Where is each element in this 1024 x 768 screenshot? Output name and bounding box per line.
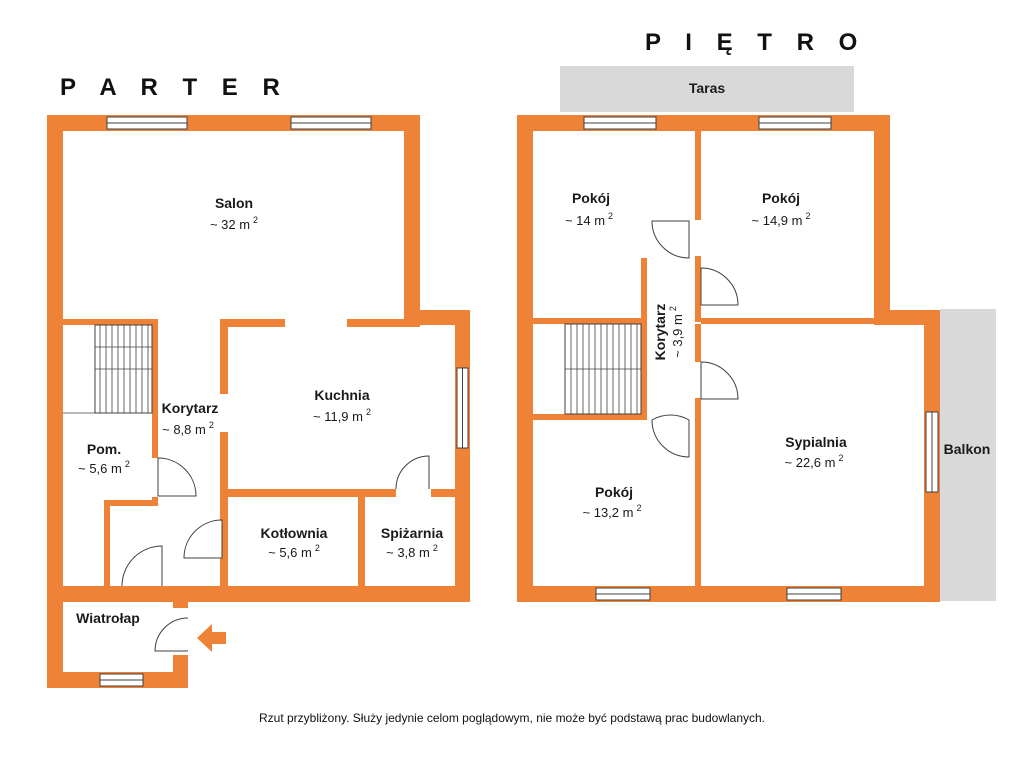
svg-text:~ 22,6 m2: ~ 22,6 m2 — [785, 453, 844, 470]
svg-text:Pokój: Pokój — [762, 190, 800, 206]
svg-text:Salon: Salon — [215, 195, 253, 211]
svg-text:~ 5,6 m2: ~ 5,6 m2 — [78, 459, 130, 476]
upper-floor-doors — [651, 220, 739, 458]
svg-text:Spiżarnia: Spiżarnia — [381, 525, 443, 541]
svg-text:Kuchnia: Kuchnia — [314, 387, 369, 403]
ground-floor-windows — [99, 116, 469, 687]
terrace-label: Taras — [689, 80, 726, 96]
svg-text:~ 32 m2: ~ 32 m2 — [210, 215, 258, 232]
ground-floor-stairs — [63, 324, 153, 414]
upper-floor-stairs — [564, 323, 642, 415]
svg-text:Pokój: Pokój — [572, 190, 610, 206]
balcony-label: Balkon — [944, 441, 991, 457]
room-label-korytarz-upper: Korytarz ~ 3,9 m2 — [652, 304, 685, 361]
svg-text:~ 8,8 m2: ~ 8,8 m2 — [162, 420, 214, 437]
ground-floor-doors — [121, 455, 430, 652]
svg-text:~ 11,9 m2: ~ 11,9 m2 — [313, 407, 371, 424]
svg-text:Wiatrołap: Wiatrołap — [76, 610, 140, 626]
svg-text:Korytarz: Korytarz — [162, 400, 219, 416]
svg-text:~ 14,9 m2: ~ 14,9 m2 — [752, 211, 811, 228]
upper-floor-windows — [583, 116, 939, 601]
disclaimer-note: Rzut przybliżony. Służy jedynie celom po… — [258, 711, 766, 725]
svg-text:~ 14 m2: ~ 14 m2 — [565, 211, 613, 228]
svg-text:~ 13,2 m2: ~ 13,2 m2 — [583, 503, 642, 520]
upper-floor-title: P I Ę T R O — [645, 29, 867, 56]
terrace-zone — [560, 66, 854, 112]
room-label-wiatrolap: Wiatrołap — [76, 610, 140, 626]
svg-text:Sypialnia: Sypialnia — [785, 434, 847, 450]
entrance-arrow-icon — [197, 624, 226, 652]
svg-text:Pokój: Pokój — [595, 484, 633, 500]
svg-text:Pom.: Pom. — [87, 441, 121, 457]
balcony-zone — [940, 309, 996, 601]
svg-text:Korytarz: Korytarz — [652, 304, 668, 361]
svg-text:~ 5,6 m2: ~ 5,6 m2 — [268, 543, 320, 560]
svg-text:Kotłownia: Kotłownia — [261, 525, 328, 541]
svg-text:~ 3,8 m2: ~ 3,8 m2 — [386, 543, 438, 560]
ground-floor-title: P A R T E R — [60, 74, 289, 101]
svg-text:~ 3,9 m2: ~ 3,9 m2 — [668, 306, 685, 358]
